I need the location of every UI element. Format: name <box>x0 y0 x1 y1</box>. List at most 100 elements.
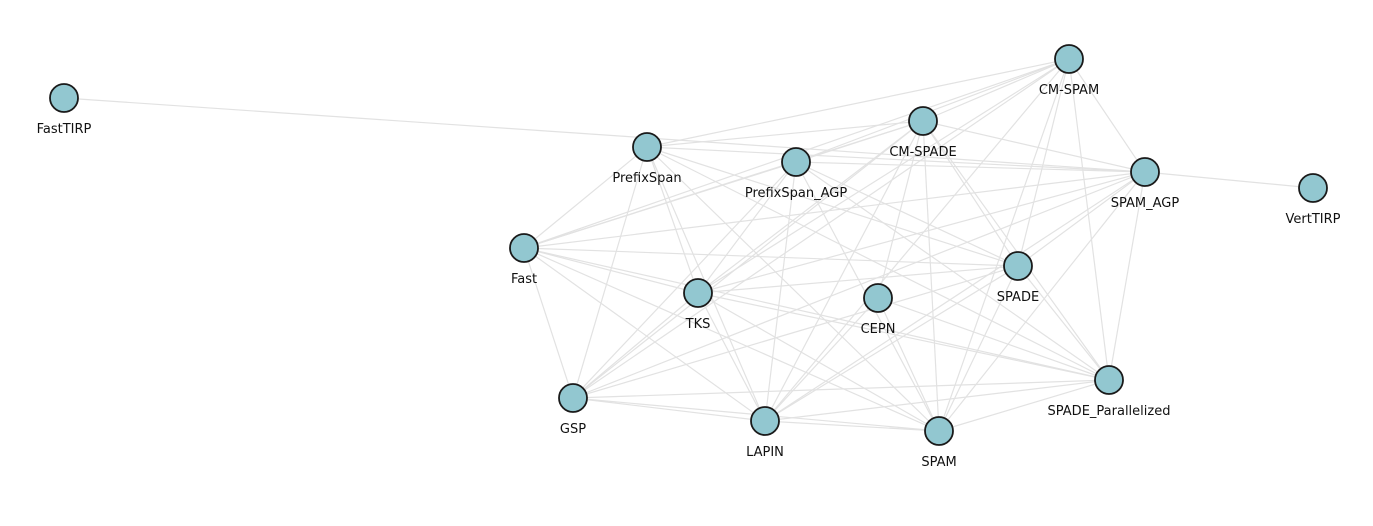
edge-cm-spade-lapin <box>764 120 924 422</box>
edge-prefixspan-gsp <box>572 146 648 399</box>
edge-spam_agp-gsp <box>572 171 1146 399</box>
node-fast[interactable]: Fast <box>509 233 539 287</box>
node-label-spam: SPAM <box>921 455 956 470</box>
edge-cm-spam-tks <box>697 58 1070 294</box>
edge-cepn-spam <box>877 297 940 432</box>
node-label-fasttirp: FastTIRP <box>37 122 92 137</box>
edge-spade-spade_parallelized <box>1017 265 1110 381</box>
edge-prefixspan_agp-gsp <box>572 161 797 399</box>
edge-fasttirp-spam_agp <box>63 97 1146 173</box>
node-circle-fast[interactable] <box>509 233 539 263</box>
edge-fast-tks <box>523 247 699 294</box>
edge-cm-spam-gsp <box>572 58 1070 399</box>
node-label-cm-spam: CM-SPAM <box>1039 83 1099 98</box>
node-label-spade: SPADE <box>997 290 1039 305</box>
node-tks[interactable]: TKS <box>683 278 713 332</box>
edge-cm-spam-spam <box>938 58 1070 432</box>
edge-spam-spade_parallelized <box>938 379 1110 432</box>
edge-cm-spade-tks <box>697 120 924 294</box>
node-circle-spade-parallelized[interactable] <box>1094 365 1124 395</box>
node-label-lapin: LAPIN <box>746 445 784 460</box>
node-label-tks: TKS <box>685 317 711 332</box>
edge-tks-spade <box>697 265 1019 294</box>
edge-fast-spade <box>523 247 1019 267</box>
edge-prefixspan-fast <box>523 146 648 249</box>
edge-cm-spade-spade_parallelized <box>922 120 1110 381</box>
node-spade[interactable]: SPADE <box>997 251 1039 305</box>
node-cm-spade[interactable]: CM-SPADE <box>889 106 957 160</box>
node-verttirp[interactable]: VertTIRP <box>1286 173 1341 227</box>
node-circle-cepn[interactable] <box>863 283 893 313</box>
node-prefixspan[interactable]: PrefixSpan <box>612 132 682 186</box>
edge-prefixspan_agp-lapin <box>764 161 797 422</box>
node-label-fast: Fast <box>511 272 537 287</box>
edge-spam_agp-spade_parallelized <box>1108 171 1146 381</box>
edge-cm-spam-spade <box>1017 58 1070 267</box>
edge-cepn-lapin <box>764 297 879 422</box>
edge-cm-spade-spam <box>922 120 940 432</box>
edge-cm-spade-spam_agp <box>922 120 1146 173</box>
node-cm-spam[interactable]: CM-SPAM <box>1039 44 1099 98</box>
edge-spam_agp-verttirp <box>1144 171 1314 189</box>
node-layer: FastTIRP PrefixSpan PrefixSpan_AGP CM-SPADE… <box>37 44 1341 470</box>
node-circle-spam-agp[interactable] <box>1130 157 1160 187</box>
edge-prefixspan_agp-spade <box>795 161 1019 267</box>
edge-cm-spam-spam_agp <box>1068 58 1146 173</box>
node-circle-spade[interactable] <box>1003 251 1033 281</box>
edge-prefixspan_agp-tks <box>697 161 797 294</box>
node-circle-prefixspan-agp[interactable] <box>781 147 811 177</box>
edge-prefixspan-cm-spam <box>646 58 1070 148</box>
node-circle-cm-spam[interactable] <box>1054 44 1084 74</box>
node-label-prefixspan: PrefixSpan <box>612 171 681 186</box>
node-circle-spam[interactable] <box>924 416 954 446</box>
node-label-gsp: GSP <box>560 422 586 437</box>
edge-layer <box>63 58 1314 432</box>
node-circle-gsp[interactable] <box>558 383 588 413</box>
node-spade-parallelized[interactable]: SPADE_Parallelized <box>1048 365 1171 419</box>
node-label-verttirp: VertTIRP <box>1286 212 1341 227</box>
edge-prefixspan-spam_agp <box>646 146 1146 173</box>
edge-spam_agp-tks <box>697 171 1146 294</box>
edge-spam_agp-lapin <box>764 171 1146 422</box>
node-circle-fasttirp[interactable] <box>49 83 79 113</box>
edge-spade-gsp <box>572 265 1019 399</box>
node-gsp[interactable]: GSP <box>558 383 588 437</box>
edge-fast-spade_parallelized <box>523 247 1110 381</box>
edge-lapin-spam <box>764 420 940 432</box>
node-circle-verttirp[interactable] <box>1298 173 1328 203</box>
edge-gsp-spade_parallelized <box>572 379 1110 399</box>
edge-spam_agp-spam <box>938 171 1146 432</box>
edge-lapin-spade_parallelized <box>764 379 1110 422</box>
edge-fast-lapin <box>523 247 766 422</box>
node-lapin[interactable]: LAPIN <box>746 406 784 460</box>
node-label-cm-spade: CM-SPADE <box>889 145 956 160</box>
edge-cepn-spade_parallelized <box>877 297 1110 381</box>
node-label-spam-agp: SPAM_AGP <box>1111 196 1180 211</box>
edge-gsp-lapin <box>572 397 766 422</box>
edge-spam_agp-fast <box>523 171 1146 249</box>
node-circle-tks[interactable] <box>683 278 713 308</box>
edge-prefixspan_agp-spam_agp <box>795 161 1146 173</box>
node-fasttirp[interactable]: FastTIRP <box>37 83 92 137</box>
edge-prefixspan-spade <box>646 146 1019 267</box>
node-cepn[interactable]: CEPN <box>861 283 896 337</box>
node-circle-cm-spade[interactable] <box>908 106 938 136</box>
node-circle-lapin[interactable] <box>750 406 780 436</box>
node-spam-agp[interactable]: SPAM_AGP <box>1111 157 1180 211</box>
edge-fast-spam <box>523 247 940 432</box>
edge-spam_agp-spade <box>1017 171 1146 267</box>
edge-cm-spade-gsp <box>572 120 924 399</box>
edge-tks-gsp <box>572 292 699 399</box>
node-circle-prefixspan[interactable] <box>632 132 662 162</box>
node-label-spade-parallelized: SPADE_Parallelized <box>1048 404 1171 419</box>
node-spam[interactable]: SPAM <box>921 416 957 470</box>
edge-cm-spam-spade_parallelized <box>1068 58 1110 381</box>
edge-cm-spade-fast <box>523 120 924 249</box>
edge-tks-lapin <box>697 292 766 422</box>
node-label-cepn: CEPN <box>861 322 896 337</box>
edge-cm-spade-cm-spam <box>922 58 1070 122</box>
node-prefixspan-agp[interactable]: PrefixSpan_AGP <box>745 147 847 201</box>
edge-fast-gsp <box>523 247 574 399</box>
edge-prefixspan-spade_parallelized <box>646 146 1110 381</box>
